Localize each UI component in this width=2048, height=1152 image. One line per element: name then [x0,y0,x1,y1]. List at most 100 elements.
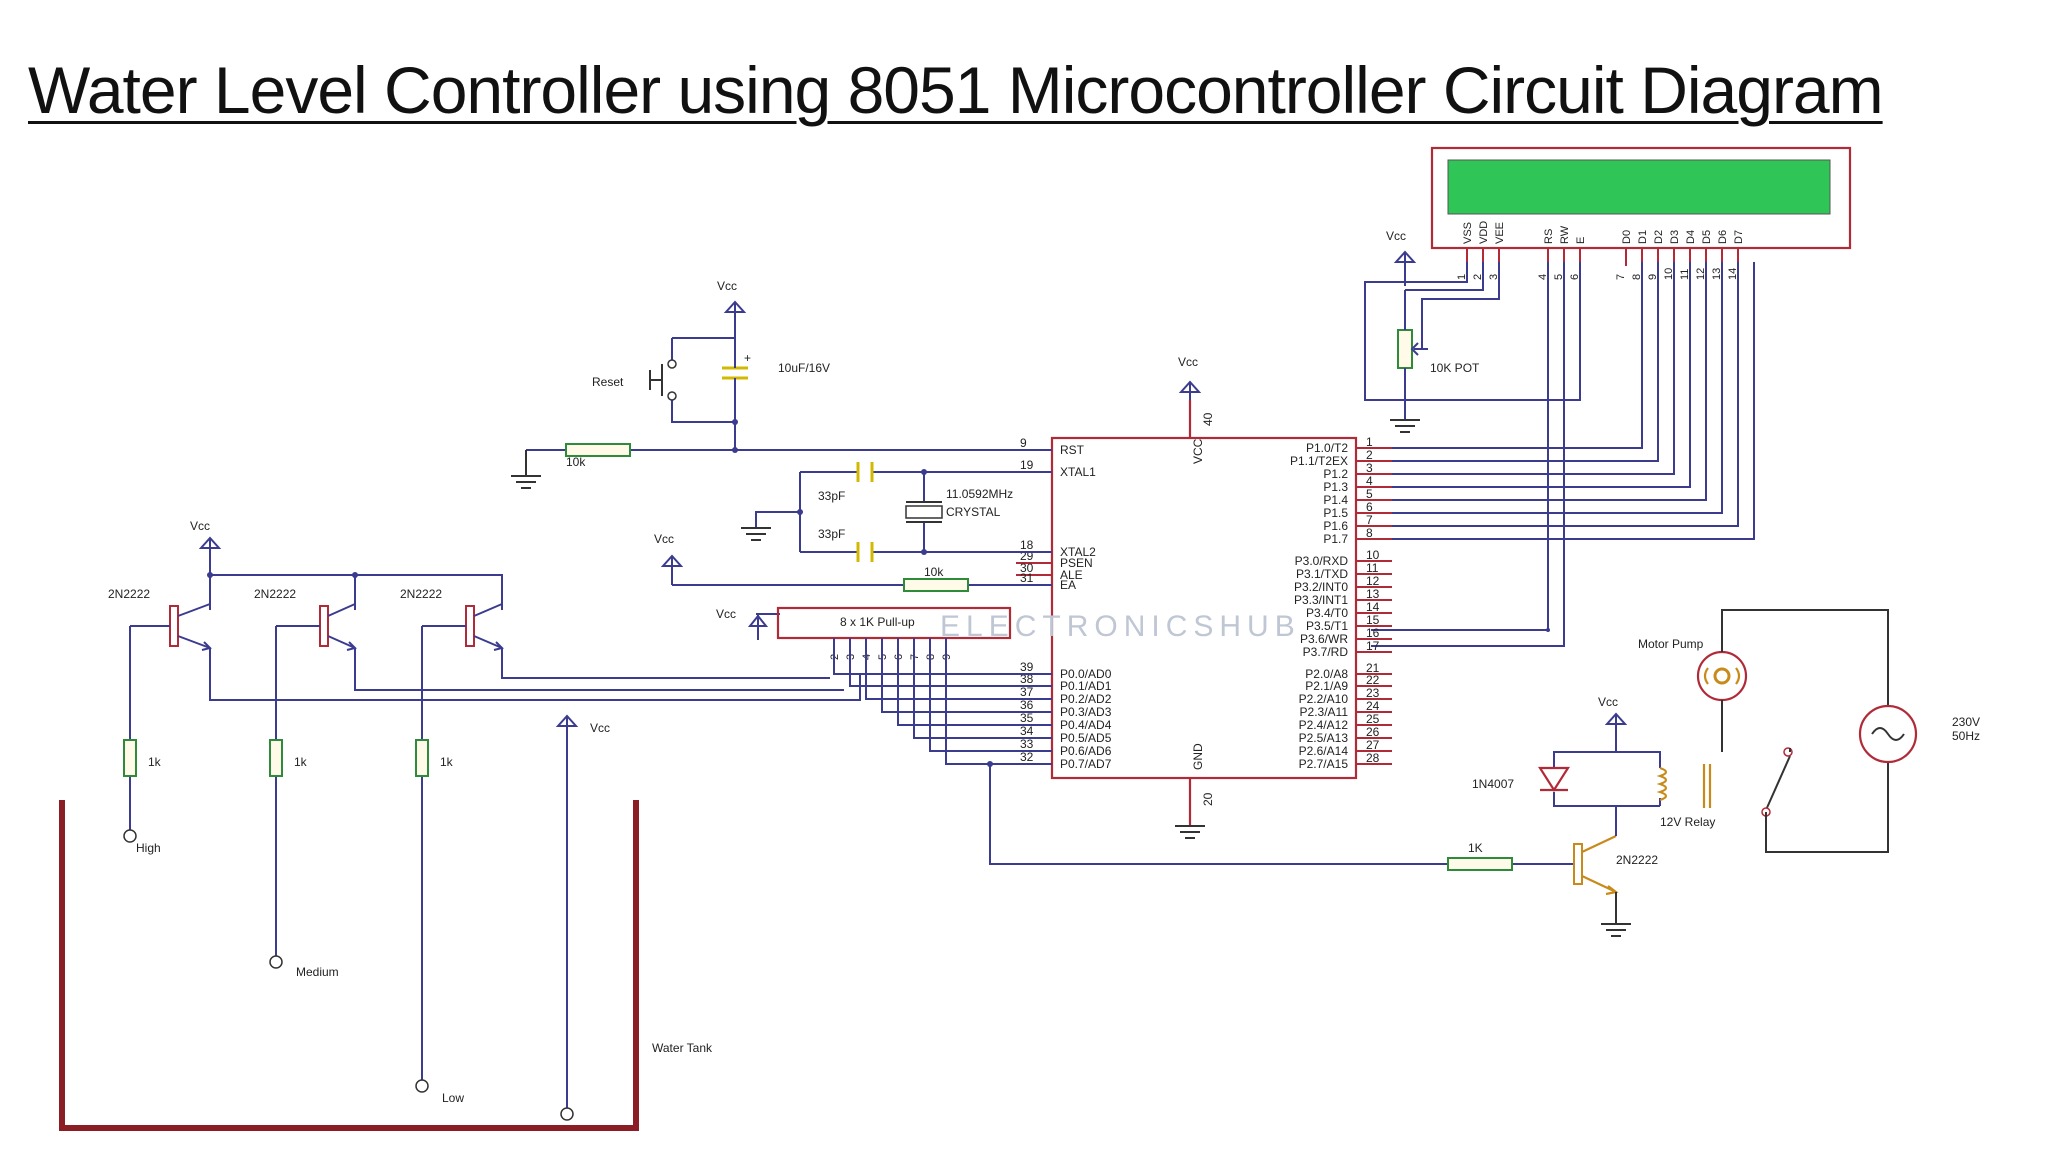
mcu-ground-symbol [1175,825,1205,839]
mcu-pin-label: P1.6 [1323,519,1348,533]
mcu-pin-number: 21 [1366,661,1380,675]
probe-low [415,1079,429,1093]
mcu-pin-number: 12 [1366,574,1380,588]
lcd-pin-number: 12 [1695,268,1707,280]
mcu-pin-label: P0.6/AD6 [1060,744,1112,758]
mcu-pin-number: 36 [1020,698,1034,712]
mcu-gnd-pin-label: GND [1191,743,1205,770]
mcu-pin-label: P3.7/RD [1303,645,1349,659]
relay-driver: 1K 2N2222 Vcc 1N4007 12V Relay [987,695,1793,937]
crystal-label: CRYSTAL [946,505,1001,519]
pot-label: 10K POT [1430,361,1480,375]
probe-medium [269,955,283,969]
relay-vcc-symbol: Vcc [1598,695,1628,752]
reset-circuit: Vcc Reset + 10uF/16V 10k [511,279,1052,489]
mcu-pin-label: P1.3 [1323,480,1348,494]
pot-vcc-symbol: Vcc [1386,229,1417,286]
reset-label: Reset [592,375,624,389]
mcu-pin-number: 34 [1020,724,1034,738]
lcd-pin-number: 7 [1615,274,1627,280]
transistor-medium: 2N2222 [254,575,844,691]
lcd-pin-label: E [1575,237,1587,244]
ea-pullup: Vcc 10k [654,532,1052,592]
mcu-pin-number: 19 [1020,458,1034,472]
mcu-pin-number: 28 [1366,751,1380,765]
mcu-pin-label: P1.2 [1323,467,1348,481]
mcu-pin-label: PSEN [1060,556,1093,570]
slide-title: Water Level Controller using 8051 Microc… [28,53,1884,127]
lcd-pin-number: 5 [1553,274,1565,280]
mcu-pin-number: 15 [1366,613,1380,627]
mcu-vcc-pin-number: 40 [1201,412,1215,426]
mcu-pin-number: 33 [1020,737,1034,751]
lcd-pin-label: RW [1559,225,1571,244]
ea-resistor [903,578,969,592]
mcu-pin-label: P3.0/RXD [1295,554,1349,568]
mcu-pin-number: 22 [1366,673,1380,687]
relay-vcc-label: Vcc [1598,695,1618,709]
lcd-pin-number: 1 [1456,274,1468,280]
lcd-pin-number: 10 [1663,268,1675,280]
tank-vcc-label: Vcc [590,721,610,735]
probe-high-resistor-label: 1k [148,755,162,769]
motor-label: Motor Pump [1638,637,1704,651]
relay-base-resistor [1447,857,1513,871]
cap-33pf-1-label: 33pF [818,489,845,503]
sensor-transistors: Vcc 2N2222 2N2222 2N222 [108,519,861,1121]
mcu-pin-label: P2.4/A12 [1299,718,1349,732]
mcu-pin-label: P1.5 [1323,506,1348,520]
mcu-pin-number: 1 [1366,435,1373,449]
lcd-pin-label: D6 [1717,230,1729,244]
mcu-pin-label: P1.0/T2 [1306,441,1348,455]
mcu-pin-label: P3.4/T0 [1306,606,1348,620]
mcu-pin-number: 10 [1366,548,1380,562]
cap-10uf [722,366,748,380]
transistor-low-label: 2N2222 [400,587,442,601]
mcu-pin-label: P2.6/A14 [1299,744,1349,758]
probe-medium-resistor [269,739,283,777]
reset-resistor [565,443,631,457]
mcu-pin-number: 26 [1366,725,1380,739]
mcu-pin-label: P0.4/AD4 [1060,718,1112,732]
mcu-pin-number: 35 [1020,711,1034,725]
lcd-pin-label: D0 [1621,230,1633,244]
lcd-display: VSS1VDD2VEE3RS4RW5E6D07D18D29D310D411D51… [1430,146,1852,280]
ea-vcc-label: Vcc [654,532,674,546]
probe-low-resistor [415,739,429,777]
sensor-vcc-symbol: Vcc [190,519,222,575]
mcu-pin-label: P3.3/INT1 [1294,593,1348,607]
mcu-pin-number: 4 [1366,474,1373,488]
transistor-high: 2N2222 [108,575,861,701]
crystal-frequency-label: 11.0592MHz [946,487,1013,501]
mcu-pin-label: P1.1/T2EX [1290,454,1348,468]
lcd-pin-label: VDD [1478,221,1490,244]
pullup-vcc-symbol: Vcc [716,607,780,640]
cap-33pf-2 [856,542,874,562]
mcu-pin-number: 14 [1366,600,1380,614]
cap-33pf-2-label: 33pF [818,527,845,541]
mcu-pin-label: P1.4 [1323,493,1348,507]
mcu-pin-number: 24 [1366,699,1380,713]
water-tank: Water Tank [59,800,713,1131]
ac-frequency-label: 50Hz [1952,729,1980,743]
probe-low-label: Low [442,1091,464,1105]
probe-low-resistor-label: 1k [440,755,454,769]
probe-high-label: High [136,841,161,855]
ac-voltage-label: 230V [1952,715,1980,729]
ea-resistor-label: 10k [924,565,944,579]
mcu-pin-number: 13 [1366,587,1380,601]
pot-ground-symbol [1390,419,1420,433]
probe-medium-resistor-label: 1k [294,755,308,769]
mcu-pin-label: XTAL1 [1060,465,1096,479]
mcu-pin-number: 39 [1020,660,1034,674]
mcu-pin-number: 5 [1366,487,1373,501]
mcu-pin-number: 30 [1020,561,1034,575]
mcu-pin-label: P3.1/TXD [1296,567,1348,581]
pot-vcc-label: Vcc [1386,229,1406,243]
mcu-pin-number: 18 [1020,538,1034,552]
